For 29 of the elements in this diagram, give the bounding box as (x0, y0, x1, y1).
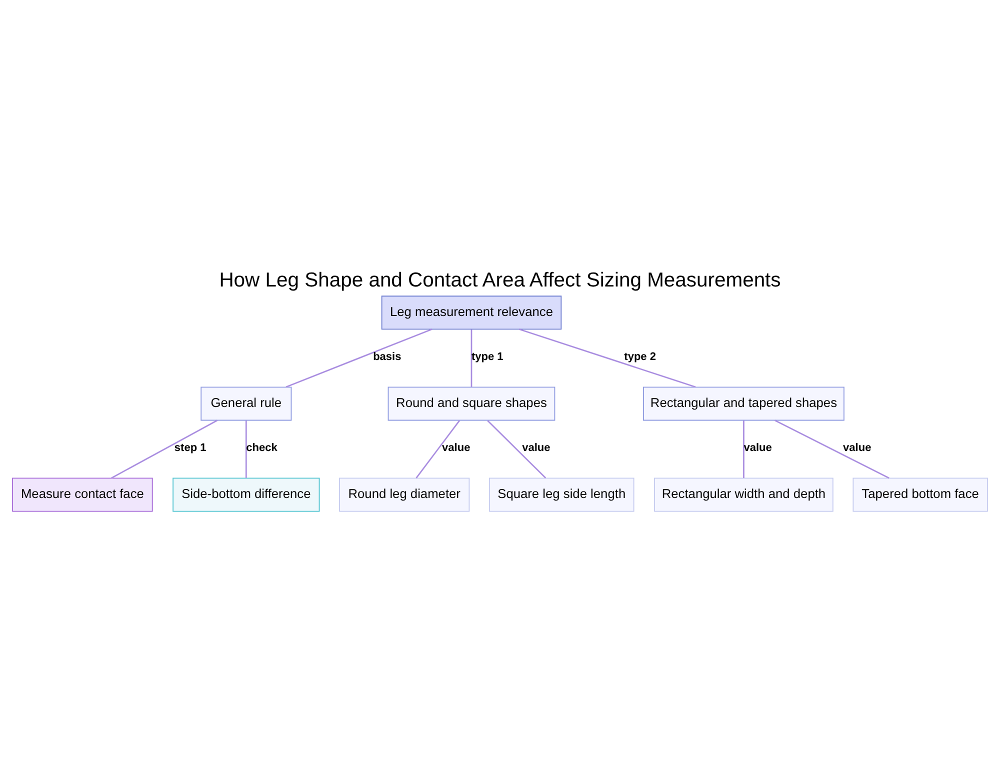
edge-label: type 1 (471, 351, 504, 364)
connector (519, 328, 696, 388)
node-box: Rectangular width and depth (654, 478, 834, 512)
node-box: Round and square shapes (388, 386, 556, 421)
connector (743, 420, 744, 478)
connector (470, 330, 472, 387)
connector (416, 420, 460, 478)
edge-label: value (522, 442, 550, 454)
connector (245, 420, 247, 478)
edge-label: value (442, 442, 470, 454)
node-box: Leg measurement relevance (381, 296, 562, 330)
node-box: Square leg side length (488, 478, 634, 512)
diagram-title: How Leg Shape and Contact Area Affect Sizing Measurements (219, 270, 781, 292)
connector (286, 328, 432, 388)
node-box: Measure contact face (12, 478, 153, 512)
connector (111, 420, 218, 479)
edge-label: type 2 (624, 351, 656, 364)
edge-label: value (744, 442, 772, 454)
edge-label: step 1 (174, 442, 206, 454)
edge-label: check (246, 442, 278, 454)
edge-label: basis (373, 351, 402, 364)
node-box: General rule (200, 386, 292, 421)
node-box: Rectangular and tapered shapes (643, 386, 844, 421)
node-box: Side-bottom difference (172, 478, 320, 512)
node-box: Round leg diameter (339, 478, 470, 512)
node-box: Tapered bottom face (852, 478, 988, 512)
connector (774, 420, 890, 479)
edge-label: value (843, 442, 872, 454)
connector (487, 420, 546, 479)
